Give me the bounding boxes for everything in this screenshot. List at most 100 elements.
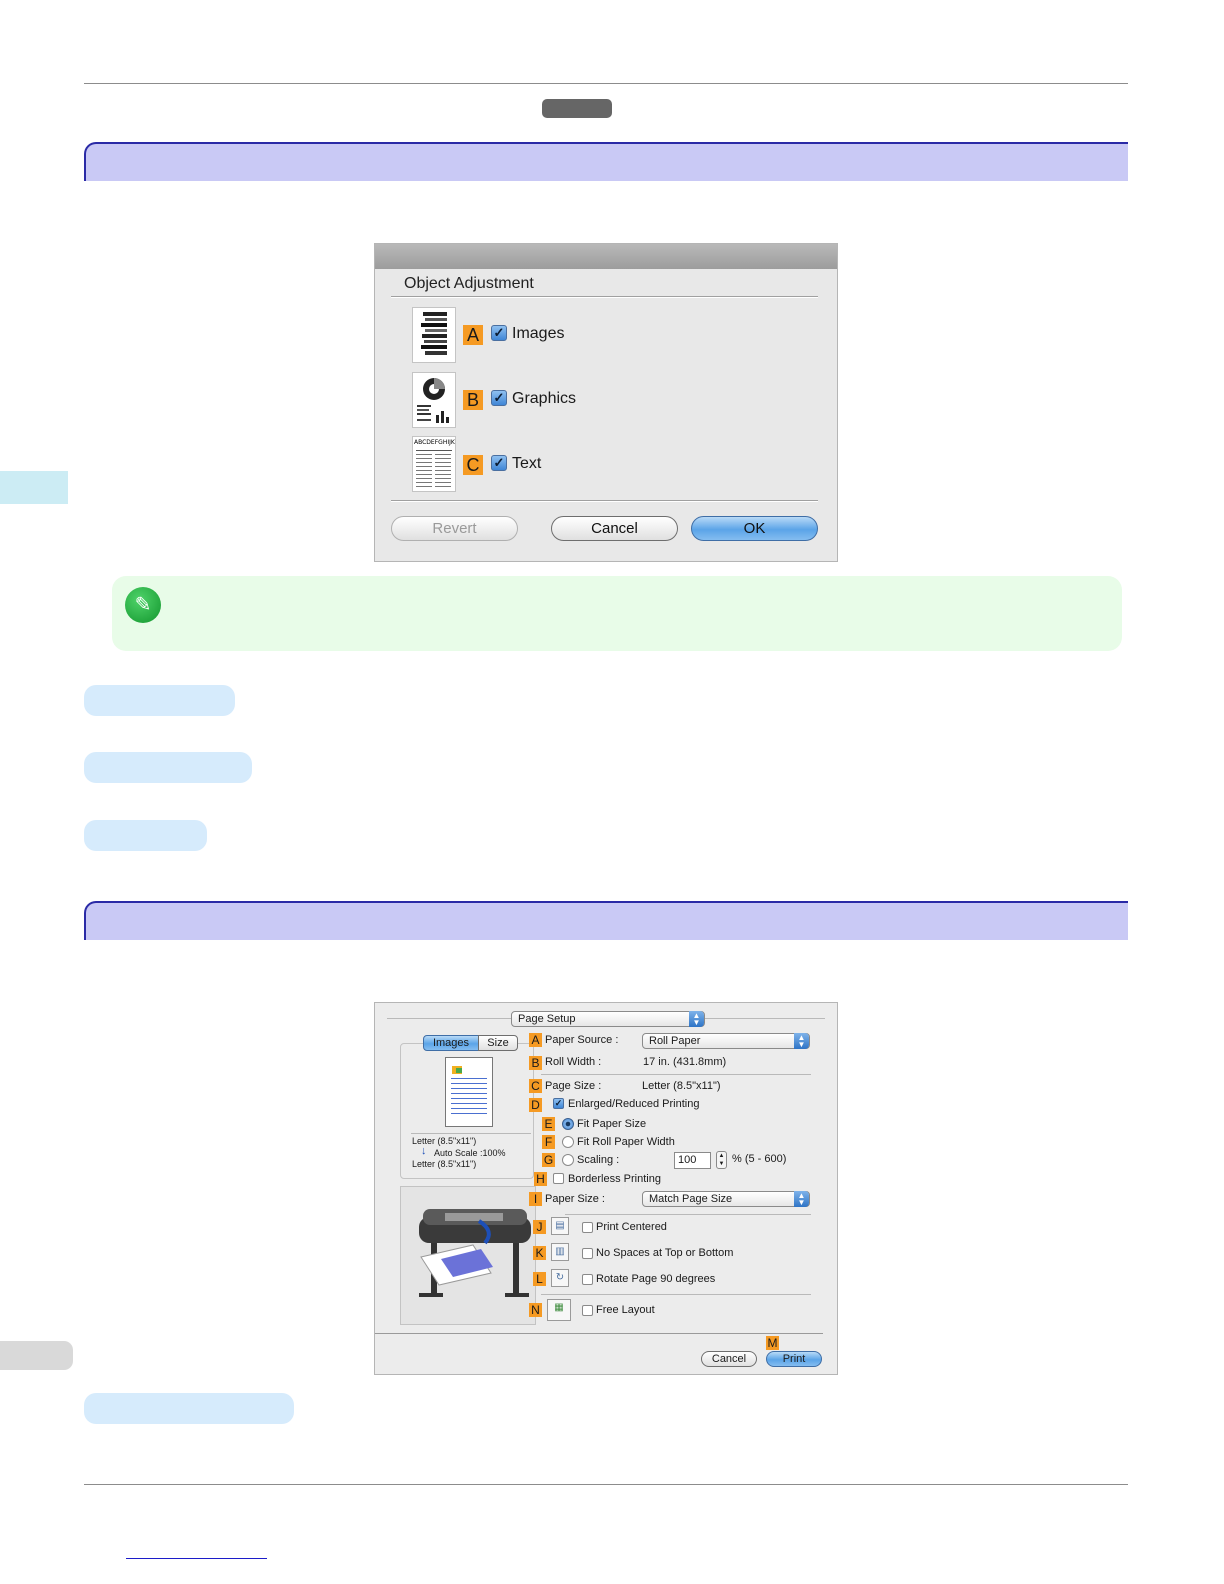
no-spaces-icon: ▥ bbox=[551, 1243, 569, 1261]
paper-source-select[interactable]: Roll Paper ▲▼ bbox=[642, 1033, 810, 1049]
step-pill-3 bbox=[84, 820, 207, 851]
preview-caption-scale: Auto Scale :100% bbox=[434, 1148, 506, 1158]
fit-roll-width-label: Fit Roll Paper Width bbox=[577, 1136, 675, 1148]
menu-rule-left bbox=[387, 1018, 511, 1019]
cancel-button[interactable]: Cancel bbox=[701, 1351, 757, 1367]
object-adjustment-dialog: Object Adjustment A ✓ Images bbox=[374, 243, 838, 562]
scaling-range: % (5 - 600) bbox=[732, 1153, 787, 1165]
roll-width-rule bbox=[541, 1074, 811, 1075]
page-size-label: Page Size : bbox=[545, 1080, 602, 1092]
scaling-label: Scaling : bbox=[577, 1154, 620, 1166]
graphics-thumbnail bbox=[412, 372, 456, 428]
cancel-button[interactable]: Cancel bbox=[551, 516, 678, 541]
badge-l: L bbox=[533, 1272, 546, 1286]
badge-m: M bbox=[766, 1336, 779, 1350]
paper-source-label: Paper Source : bbox=[545, 1034, 619, 1046]
footer-link-underline[interactable] bbox=[126, 1558, 267, 1559]
badge-c: C bbox=[463, 455, 483, 475]
badge-d: D bbox=[529, 1098, 542, 1112]
no-spaces-label: No Spaces at Top or Bottom bbox=[596, 1247, 734, 1259]
page-setup-dialog: Page Setup ▲▼ Images Size Letter (8.5"x1… bbox=[374, 1002, 838, 1375]
side-chapter-tab bbox=[0, 471, 68, 504]
images-thumbnail bbox=[412, 307, 456, 363]
free-layout-label: Free Layout bbox=[596, 1304, 655, 1316]
badge-j: J bbox=[533, 1220, 546, 1234]
scaling-radio[interactable] bbox=[562, 1154, 574, 1166]
down-arrow-icon: ↓ bbox=[421, 1145, 427, 1157]
badge-i: I bbox=[529, 1192, 542, 1206]
popup-arrows-icon: ▲▼ bbox=[689, 1011, 704, 1027]
section-heading-bar-2 bbox=[84, 901, 1128, 940]
menu-rule-right bbox=[705, 1018, 825, 1019]
print-button[interactable]: Print bbox=[766, 1351, 822, 1367]
badge-k: K bbox=[533, 1246, 546, 1260]
print-centered-icon: ▤ bbox=[551, 1217, 569, 1235]
thumb-text-header: ABCDEFGHIJK bbox=[414, 439, 455, 446]
free-layout-checkbox[interactable] bbox=[582, 1305, 593, 1316]
free-layout-icon: ▦ bbox=[547, 1299, 571, 1321]
scaling-input[interactable]: 100 bbox=[674, 1152, 711, 1169]
footer-rule bbox=[375, 1333, 823, 1334]
print-centered-checkbox[interactable] bbox=[582, 1222, 593, 1233]
revert-button[interactable]: Revert bbox=[391, 516, 518, 541]
badge-g: G bbox=[542, 1153, 555, 1167]
buttons-rule bbox=[391, 500, 818, 502]
roll-width-value: 17 in. (431.8mm) bbox=[643, 1056, 727, 1068]
rotate-rule bbox=[541, 1294, 811, 1295]
graphics-checkbox[interactable]: ✓ bbox=[491, 390, 507, 406]
badge-h: H bbox=[534, 1172, 547, 1186]
badge-a: A bbox=[529, 1033, 542, 1047]
images-checkbox[interactable]: ✓ bbox=[491, 325, 507, 341]
text-checkbox[interactable]: ✓ bbox=[491, 455, 507, 471]
popup-arrows-icon: ▲▼ bbox=[794, 1033, 809, 1049]
ok-button[interactable]: OK bbox=[691, 516, 818, 541]
tab-size[interactable]: Size bbox=[478, 1035, 518, 1051]
no-spaces-checkbox[interactable] bbox=[582, 1248, 593, 1259]
page-setup-menu[interactable]: Page Setup ▲▼ bbox=[511, 1011, 705, 1027]
scaling-stepper[interactable]: ▲▼ bbox=[716, 1151, 727, 1169]
tab-images[interactable]: Images bbox=[423, 1035, 479, 1051]
fit-paper-size-radio[interactable] bbox=[562, 1118, 574, 1130]
paper-size-select[interactable]: Match Page Size ▲▼ bbox=[642, 1191, 810, 1207]
paper-size-rule bbox=[565, 1214, 811, 1215]
badge-f: F bbox=[542, 1135, 555, 1149]
enlarged-reduced-label: Enlarged/Reduced Printing bbox=[568, 1098, 700, 1110]
badge-n: N bbox=[529, 1303, 542, 1317]
step-pill-2 bbox=[84, 752, 252, 783]
header-rule bbox=[84, 83, 1128, 84]
text-thumbnail: ABCDEFGHIJK bbox=[412, 436, 456, 492]
badge-c: C bbox=[529, 1079, 542, 1093]
paper-source-value: Roll Paper bbox=[649, 1035, 701, 1047]
borderless-label: Borderless Printing bbox=[568, 1173, 661, 1185]
side-page-tab bbox=[0, 1341, 73, 1370]
paper-size-label: Paper Size : bbox=[545, 1193, 605, 1205]
header-tab-marker bbox=[542, 99, 612, 118]
note-pencil-icon: ✎ bbox=[125, 587, 161, 623]
heading-rule bbox=[391, 296, 818, 298]
printer-illustration bbox=[400, 1186, 536, 1325]
enlarged-reduced-checkbox[interactable]: ✓ bbox=[553, 1098, 564, 1109]
section-heading-bar bbox=[84, 142, 1128, 181]
step-pill-4 bbox=[84, 1393, 294, 1424]
footer-rule bbox=[84, 1484, 1128, 1485]
borderless-checkbox[interactable] bbox=[553, 1173, 564, 1184]
page-size-value: Letter (8.5"x11") bbox=[642, 1080, 721, 1092]
preview-caption-output: Letter (8.5"x11") bbox=[412, 1159, 477, 1169]
dialog-titlebar bbox=[375, 244, 837, 269]
badge-a: A bbox=[463, 325, 483, 345]
images-label: Images bbox=[512, 325, 565, 342]
page-setup-menu-label: Page Setup bbox=[518, 1013, 576, 1025]
fit-paper-size-label: Fit Paper Size bbox=[577, 1118, 647, 1130]
badge-b: B bbox=[529, 1056, 542, 1070]
fit-roll-width-radio[interactable] bbox=[562, 1136, 574, 1148]
text-label: Text bbox=[512, 455, 542, 472]
note-box: ✎ bbox=[112, 576, 1122, 651]
badge-e: E bbox=[542, 1117, 555, 1131]
roll-width-label: Roll Width : bbox=[545, 1056, 602, 1068]
rotate-checkbox[interactable] bbox=[582, 1274, 593, 1285]
badge-b: B bbox=[463, 390, 483, 410]
paper-size-value: Match Page Size bbox=[649, 1193, 733, 1205]
print-centered-label: Print Centered bbox=[596, 1221, 667, 1233]
preview-caption-original: Letter (8.5"x11") bbox=[412, 1136, 477, 1146]
preview-rule bbox=[411, 1133, 531, 1134]
